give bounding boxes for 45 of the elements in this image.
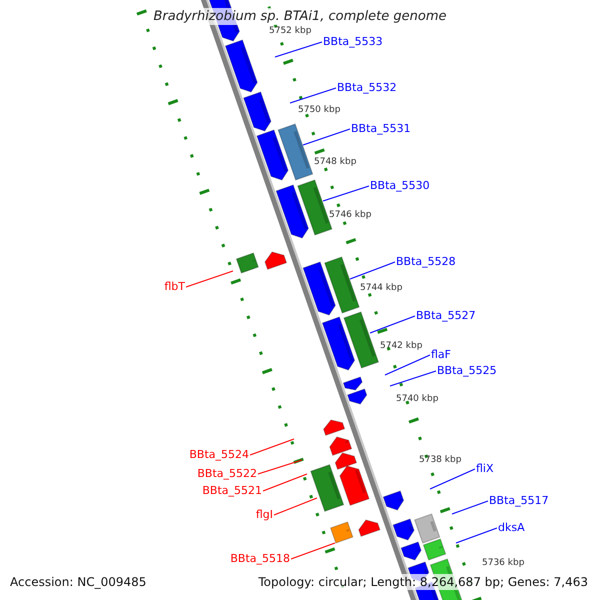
gene-label: BBta_5517 (489, 494, 549, 508)
scale-label: 5738 kbp (419, 455, 462, 466)
gene-label: BBta_5532 (337, 81, 397, 95)
gene-label: BBta_5528 (396, 255, 456, 269)
gene-label: BBta_5521 (202, 484, 262, 498)
gene-label: BBta_5533 (323, 35, 383, 49)
gene-label: BBta_5524 (189, 448, 249, 462)
scale-label: 5752 kbp (269, 26, 312, 37)
leader-line (350, 262, 396, 280)
scale-label: 5742 kbp (380, 341, 422, 352)
scale-label: 5740 kbp (396, 394, 438, 405)
genome-summary: Topology: circular; Length: 8,264,687 bp; Genes: 7,463 (256, 574, 590, 590)
leader-line (370, 316, 416, 334)
leader-line (274, 42, 322, 58)
leader-line (262, 474, 308, 492)
leader-line (456, 528, 498, 544)
leader-line (258, 460, 302, 474)
scale-label: 5744 kbp (360, 283, 402, 294)
leader-line (250, 438, 294, 456)
scale-label: 5748 kbp (314, 157, 356, 168)
leader-line (302, 128, 350, 146)
gene-label: BBta_5522 (197, 467, 257, 481)
scale-label: 5750 kbp (298, 105, 340, 116)
leader-line (290, 88, 336, 104)
gene-label: BBta_5525 (437, 364, 497, 378)
gene-label: BBta_5518 (230, 552, 290, 566)
gene-label: dksA (498, 521, 525, 535)
gene-label: fliX (476, 462, 494, 476)
leader-line (430, 468, 476, 490)
gene-label: BBta_5527 (416, 309, 476, 323)
accession-label: Accession: NC_009485 (8, 574, 148, 590)
leader-line (290, 542, 336, 560)
scale-label: 5746 kbp (329, 210, 372, 221)
gene-label: BBta_5531 (351, 122, 411, 136)
gene-label: BBta_5530 (370, 179, 430, 193)
gene-label: flbT (164, 280, 185, 294)
leader-line (452, 500, 488, 514)
leader-line (274, 498, 318, 516)
scale-label: 5736 kbp (482, 558, 524, 569)
leader-line (384, 354, 430, 376)
leader-line (186, 270, 234, 288)
leader-line (322, 186, 370, 202)
gene-label: flgI (256, 508, 273, 522)
leader-line (390, 370, 436, 386)
gene-label: flaF (431, 348, 451, 362)
